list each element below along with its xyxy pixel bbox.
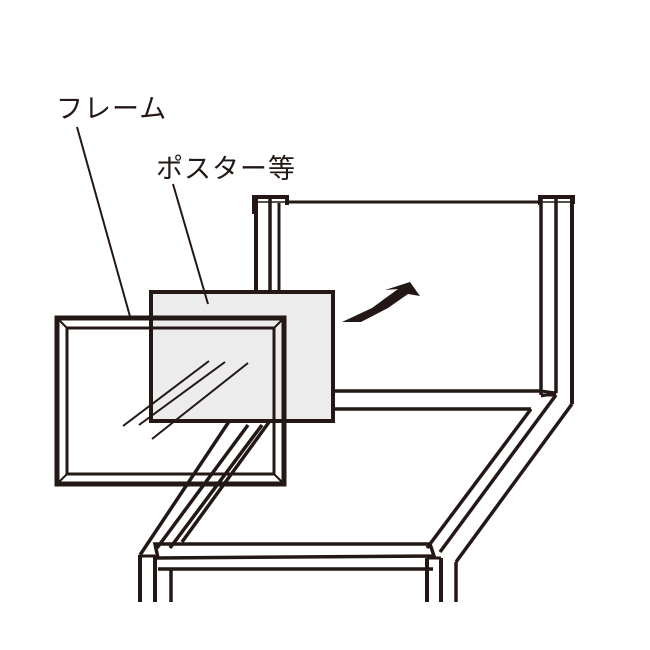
insert-arrow: [342, 282, 420, 322]
poster-sheet: [149, 290, 335, 423]
picture-frame: [54, 315, 287, 487]
label-frame: フレーム: [56, 94, 168, 125]
leader-poster: [172, 183, 209, 305]
label-poster: ポスター等: [156, 154, 296, 185]
glass-reflection: [122, 360, 249, 440]
leader-frame: [76, 126, 132, 321]
